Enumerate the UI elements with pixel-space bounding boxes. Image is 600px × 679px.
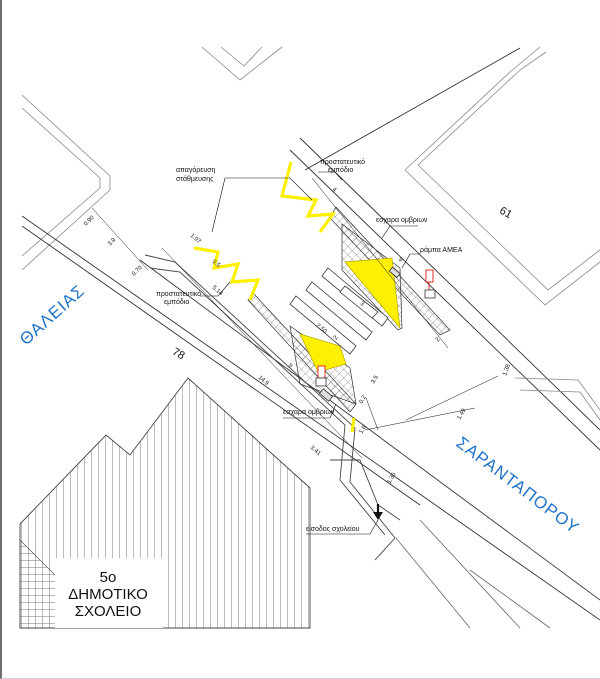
- crossing-platform: [247, 206, 451, 413]
- block-78-outline: [144, 254, 401, 561]
- top-block-lines: [201, 46, 283, 81]
- dim-3: 3: [359, 301, 366, 308]
- dim-35: 3.5: [371, 374, 381, 385]
- label-barrier-top-1: προστατευτικό: [320, 158, 365, 166]
- label-ramp: ράμπα ΑΜΕΑ: [420, 246, 463, 254]
- dim-070: 0.70: [131, 264, 144, 277]
- ramp-sign-bottom: [315, 365, 327, 387]
- dim-514: 5.14: [211, 285, 224, 298]
- left-block-outline: [21, 94, 111, 271]
- label-barrier-left-2: εμπόδιο: [164, 298, 189, 306]
- label-no-parking-2: στάθμευσης: [176, 175, 214, 183]
- label-no-parking-1: απαγόρευση: [176, 166, 215, 174]
- street-name-thaleias: ΘΑΛΕΙΑΣ: [16, 281, 89, 349]
- block-number-78: 78: [170, 346, 187, 363]
- dim-149: 14.9: [257, 375, 270, 388]
- label-drain-top: εσχαρα ομβριων: [376, 217, 428, 224]
- dim-090: 0.90: [83, 214, 96, 227]
- label-barrier-top-2: εμπόδιο: [328, 166, 353, 174]
- ramp-sign-top: [424, 269, 436, 299]
- school-label-line1: 5ο: [100, 569, 117, 586]
- dim-341: 3.41: [309, 445, 322, 458]
- drain-grates: [318, 266, 401, 402]
- school-label-line2: ΔΗΜΟΤΙΚΟ: [68, 586, 148, 603]
- dim-05: 0.5: [211, 259, 222, 269]
- dim-138: 1.38: [502, 363, 512, 377]
- dim-9a: 9: [397, 257, 404, 264]
- leader-lines: [200, 171, 420, 535]
- block-61-outline: [404, 46, 600, 421]
- dimension-lines: [91, 177, 499, 459]
- dim-2a: 2: [435, 336, 442, 343]
- label-drain-bottom: εσχαρα ομβριων: [283, 409, 335, 416]
- dim-16: 1.6: [359, 424, 369, 435]
- street-name-sarantaporou: ΣΑΡΑΝΤΑΠΟΡΟΥ: [453, 433, 583, 538]
- label-barrier-left-1: προστατευτικό: [156, 290, 201, 298]
- no-parking-zigzag: [193, 161, 356, 433]
- school-label-line3: ΣΧΟΛΕΙΟ: [75, 603, 142, 620]
- dim-02: 0.2: [359, 394, 369, 405]
- dim-197: 1.97: [189, 233, 202, 246]
- dim-135: 1.35: [387, 471, 398, 485]
- dim-2b: 2: [333, 334, 340, 341]
- dim-39: 3.9: [107, 237, 118, 248]
- entrance-arrow-icon: [373, 504, 383, 520]
- bottom-road-lines: [395, 519, 551, 629]
- label-school-entrance: είσοδος σχολείου: [306, 525, 360, 533]
- block-number-61: 61: [497, 205, 514, 222]
- dim-149b: 1.49: [457, 407, 468, 421]
- dim-9b: 9: [287, 363, 294, 370]
- school-label-box: [55, 558, 163, 628]
- dim-4: 4: [331, 187, 338, 194]
